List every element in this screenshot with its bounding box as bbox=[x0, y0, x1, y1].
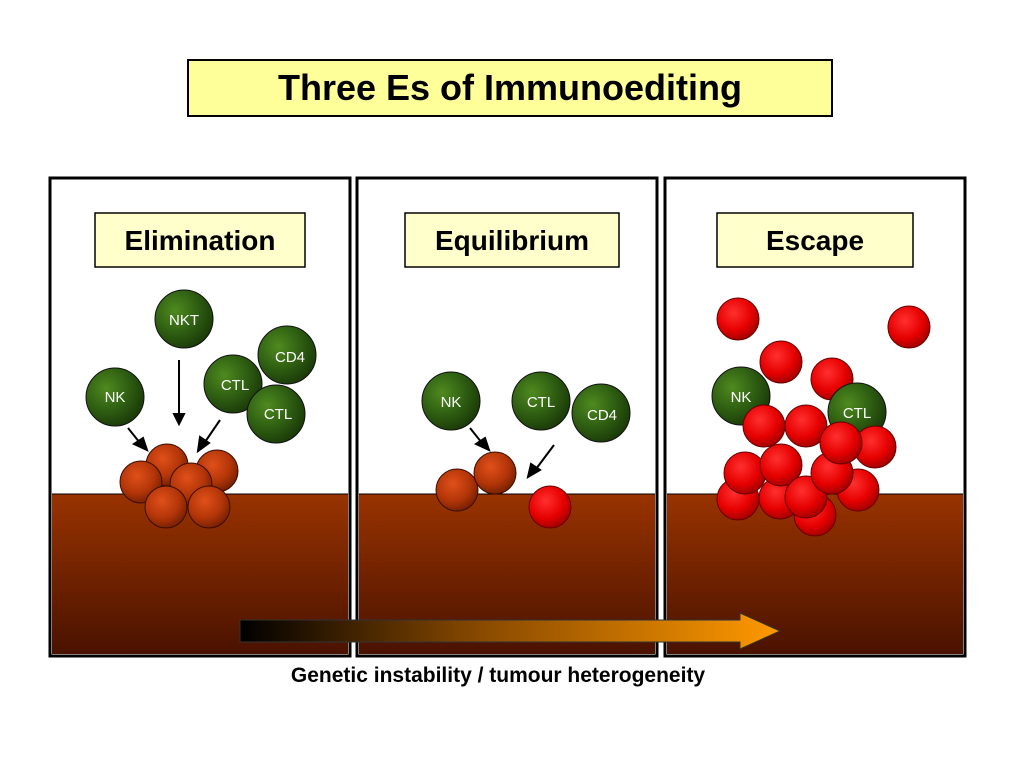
svg-text:CTL: CTL bbox=[843, 405, 871, 422]
immune-cell-ctl: CTL bbox=[511, 371, 571, 431]
tumour-cell-escaped bbox=[528, 485, 572, 529]
immune-cell-nk: NK bbox=[85, 367, 145, 427]
svg-text:CTL: CTL bbox=[527, 394, 555, 411]
tumour-cell-cluster bbox=[119, 443, 239, 529]
stage-label-box bbox=[716, 212, 914, 268]
immune-cell-ctl: CTL bbox=[203, 354, 263, 414]
immune-cell-nk: NK bbox=[421, 371, 481, 431]
attack-arrows bbox=[127, 360, 221, 454]
panel-elimination: Elimination NKT CD4 CTL CTL NK bbox=[48, 176, 352, 658]
progression-caption: Genetic instability / tumour heterogenei… bbox=[290, 664, 706, 687]
diagram-title: Three Es of Immunoediting bbox=[187, 59, 833, 117]
stage-label-box bbox=[94, 212, 306, 268]
svg-text:CD4: CD4 bbox=[275, 349, 305, 366]
svg-text:NKT: NKT bbox=[169, 312, 199, 329]
stage-label-equilibrium: Equilibrium bbox=[435, 225, 589, 256]
svg-text:CTL: CTL bbox=[221, 377, 249, 394]
immune-cell-nkt: NKT bbox=[154, 289, 214, 349]
svg-text:NK: NK bbox=[441, 394, 462, 411]
stage-label-box bbox=[404, 212, 620, 268]
stage-label-escape: Escape bbox=[766, 225, 864, 256]
immune-cell-ctl: CTL bbox=[246, 384, 306, 444]
tumour-cells-scattered bbox=[716, 297, 931, 401]
stage-label-elimination: Elimination bbox=[125, 225, 276, 256]
panel-equilibrium: Equilibrium NK CTL CD4 bbox=[355, 176, 659, 658]
immune-cell-cd4: CD4 bbox=[571, 383, 631, 443]
tumour-cells-edited bbox=[435, 451, 517, 512]
svg-text:CTL: CTL bbox=[264, 406, 292, 423]
svg-text:NK: NK bbox=[105, 389, 126, 406]
immune-cell-cd4: CD4 bbox=[257, 325, 317, 385]
tumour-cell-mass bbox=[716, 404, 897, 537]
attack-arrows bbox=[469, 427, 555, 480]
progression-arrow bbox=[239, 612, 782, 650]
panel-escape: Escape NK CTL bbox=[663, 176, 967, 658]
svg-text:CD4: CD4 bbox=[587, 407, 617, 424]
svg-text:NK: NK bbox=[731, 389, 752, 406]
